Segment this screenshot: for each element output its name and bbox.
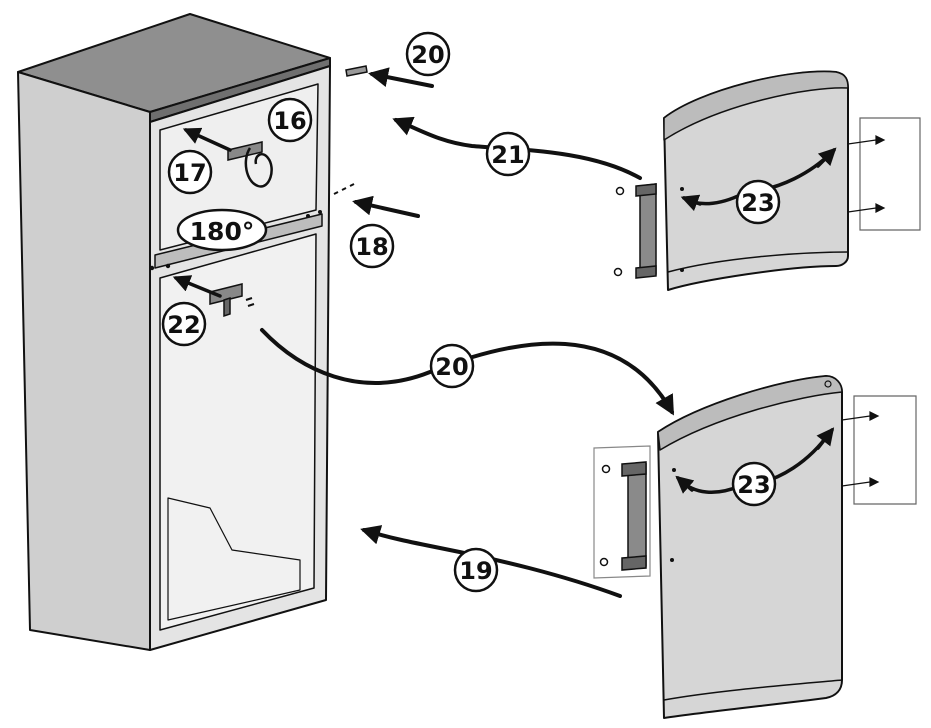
callout-20-mid: 20 [429,343,475,389]
rotation-label: 180° [190,217,255,246]
svg-text:23: 23 [737,471,770,499]
freezer-door-screw-panel [847,117,921,231]
fridge-door-screw-panel [841,395,917,505]
door-cap-hole [824,380,832,388]
middle-hinge-bracket [209,283,255,318]
svg-text:21: 21 [491,141,524,169]
door-bottom-bevel [663,679,843,701]
hinge-hole [318,210,322,214]
arrow-20-top [368,67,434,88]
screw-hole [601,464,611,474]
svg-text:18: 18 [355,233,388,261]
door-top-bevel [663,70,849,141]
hinge-cap-part [345,65,368,77]
callout-21: 21 [485,131,531,177]
screw-hole [615,186,625,196]
callout-markers: 16 17 18 19 20 20 21 22 [161,31,781,593]
arrow-22 [172,275,222,298]
top-hinge-bracket [227,141,273,188]
hinge-wire-loop [244,147,273,188]
fridge-door [657,375,843,719]
callout-20-top: 20 [405,31,451,77]
hinge-screws [333,183,355,195]
callout-23-lower: 23 [731,461,777,507]
arrow-19 [360,525,622,598]
arrow-18 [352,195,420,218]
callout-16: 16 [267,97,313,143]
svg-text:23: 23 [741,189,774,217]
svg-text:19: 19 [459,557,492,585]
svg-text:22: 22 [167,311,200,339]
screw-hole [613,267,623,277]
door-hole [680,268,684,272]
hinge-hole [149,265,155,271]
cabinet-side-panel [17,71,151,651]
door-bottom-bevel [667,251,849,273]
callout-23-upper: 23 [735,179,781,225]
rotation-indicator: 180° [176,208,268,252]
crisper-drawer [167,497,301,621]
svg-text:17: 17 [173,159,206,187]
callout-17: 17 [167,149,213,195]
svg-text:16: 16 [273,107,306,135]
freezer-door-handle [613,183,684,279]
callout-18: 18 [349,223,395,269]
arrow-21 [392,116,642,180]
callout-19: 19 [453,547,499,593]
door-hole [680,187,684,191]
hinge-hole [165,263,171,269]
arrow-17 [182,127,232,152]
door-hole [670,558,674,562]
svg-text:20: 20 [411,41,444,69]
screw-hole [599,557,609,567]
door-hole [672,468,676,472]
fridge-door-handle [593,445,676,579]
svg-text:20: 20 [435,353,468,381]
hinge-hole [306,214,310,218]
door-top-bevel [657,375,843,451]
callout-22: 22 [161,301,207,347]
